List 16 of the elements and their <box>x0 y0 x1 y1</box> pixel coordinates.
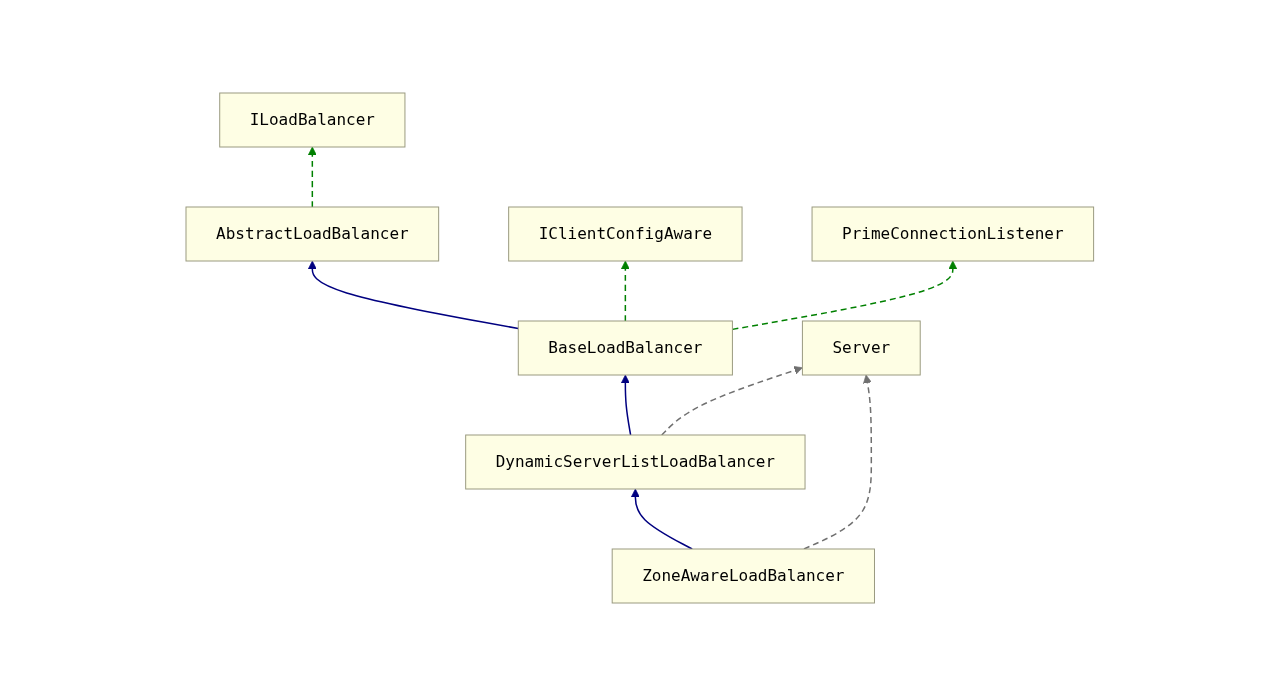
node-box: Server <box>802 320 921 376</box>
node-box: PrimeConnectionListener <box>811 206 1095 262</box>
arrow <box>308 260 520 330</box>
node-box: BaseLoadBalancer <box>518 320 734 376</box>
node-box: IClientConfigAware <box>508 206 743 262</box>
node-box: AbstractLoadBalancer <box>185 206 440 262</box>
arrow <box>621 374 632 436</box>
arrow <box>731 260 958 331</box>
node-box: ILoadBalancer <box>219 92 406 148</box>
node-box: DynamicServerListLoadBalancer <box>465 434 806 490</box>
arrow <box>631 488 694 550</box>
node-box: ZoneAwareLoadBalancer <box>611 548 876 604</box>
arrow <box>621 260 630 322</box>
arrow <box>661 366 803 436</box>
arrow <box>308 146 317 208</box>
arrow <box>803 374 873 550</box>
